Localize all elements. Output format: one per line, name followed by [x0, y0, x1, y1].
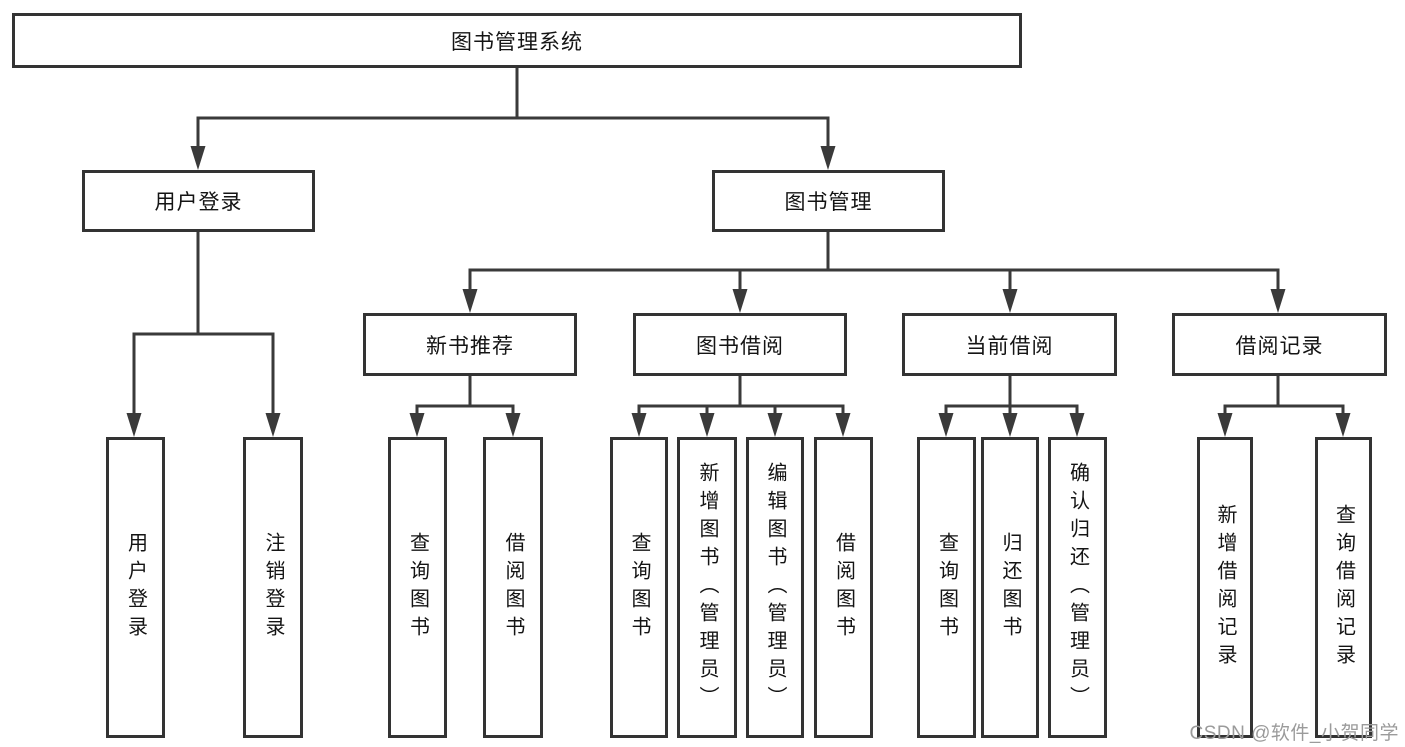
arrow-head-icon [1270, 289, 1286, 313]
leaf-add-books-admin-label: 新增图书（管理员） [696, 461, 718, 714]
node-user-login-label: 用户登录 [154, 191, 243, 214]
leaf-query-books-recommend-label: 查询图书 [406, 531, 429, 644]
arrow-head-icon [462, 289, 478, 313]
leaf-borrow-books: 借阅图书 [814, 437, 873, 738]
node-book-borrowing: 图书借阅 [633, 313, 847, 376]
arrow-head-icon [835, 413, 851, 437]
leaf-query-books-current: 查询图书 [917, 437, 976, 738]
leaf-logout-label: 注销登录 [262, 531, 284, 644]
node-current-borrowing-label: 当前借阅 [965, 334, 1054, 358]
arrow-head-icon [1217, 413, 1233, 437]
node-borrowing-records: 借阅记录 [1172, 313, 1387, 376]
arrow-head-icon [732, 289, 748, 313]
leaf-query-books-current-label: 查询图书 [935, 531, 958, 644]
node-book-management: 图书管理 [712, 170, 945, 232]
node-book-management-label: 图书管理 [784, 191, 873, 214]
leaf-confirm-return-admin-label: 确认归还（管理员） [1066, 461, 1089, 714]
leaf-add-borrowing-record: 新增借阅记录 [1197, 437, 1253, 738]
arrow-head-icon [409, 413, 425, 437]
leaf-logout: 注销登录 [243, 437, 303, 738]
arrow-head-icon [631, 413, 647, 437]
arrow-head-icon [505, 413, 521, 437]
arrow-head-icon [699, 413, 715, 437]
leaf-user-login: 用户登录 [106, 437, 165, 738]
node-user-login: 用户登录 [82, 170, 315, 232]
leaf-query-borrowing-record: 查询借阅记录 [1315, 437, 1372, 738]
leaf-query-borrowing-record-label: 查询借阅记录 [1332, 503, 1355, 672]
leaf-borrow-books-label: 借阅图书 [832, 531, 855, 644]
node-new-book-recommendation-label: 新书推荐 [426, 334, 514, 358]
leaf-edit-books-admin: 编辑图书（管理员） [746, 437, 804, 738]
arrow-head-icon [820, 146, 836, 170]
leaf-return-books: 归还图书 [981, 437, 1039, 738]
leaf-edit-books-admin-label: 编辑图书（管理员） [764, 461, 786, 714]
csdn-watermark: CSDN @软件_小贺同学 [1189, 723, 1399, 744]
leaf-query-books-recommend: 查询图书 [388, 437, 447, 738]
arrow-head-icon [265, 413, 281, 437]
arrow-head-icon [190, 146, 206, 170]
leaf-query-books-borrowing: 查询图书 [610, 437, 668, 738]
leaf-borrow-books-recommend: 借阅图书 [483, 437, 543, 738]
leaf-query-books-borrowing-label: 查询图书 [628, 531, 650, 644]
leaf-add-borrowing-record-label: 新增借阅记录 [1214, 503, 1236, 672]
arrow-head-icon [1002, 289, 1018, 313]
arrow-head-icon [1002, 413, 1018, 437]
node-current-borrowing: 当前借阅 [902, 313, 1117, 376]
leaf-borrow-books-recommend-label: 借阅图书 [502, 531, 524, 644]
leaf-add-books-admin: 新增图书（管理员） [677, 437, 737, 738]
leaf-confirm-return-admin: 确认归还（管理员） [1048, 437, 1107, 738]
node-book-borrowing-label: 图书借阅 [696, 334, 784, 358]
arrow-head-icon [1335, 413, 1351, 437]
leaf-user-login-label: 用户登录 [124, 531, 147, 644]
arrow-head-icon [126, 413, 142, 437]
arrow-head-icon [767, 413, 783, 437]
node-root: 图书管理系统 [12, 13, 1022, 68]
node-root-label: 图书管理系统 [451, 30, 583, 54]
arrow-head-icon [938, 413, 954, 437]
arrow-head-icon [1069, 413, 1085, 437]
node-borrowing-records-label: 借阅记录 [1235, 334, 1324, 358]
leaf-return-books-label: 归还图书 [999, 531, 1021, 644]
node-new-book-recommendation: 新书推荐 [363, 313, 577, 376]
